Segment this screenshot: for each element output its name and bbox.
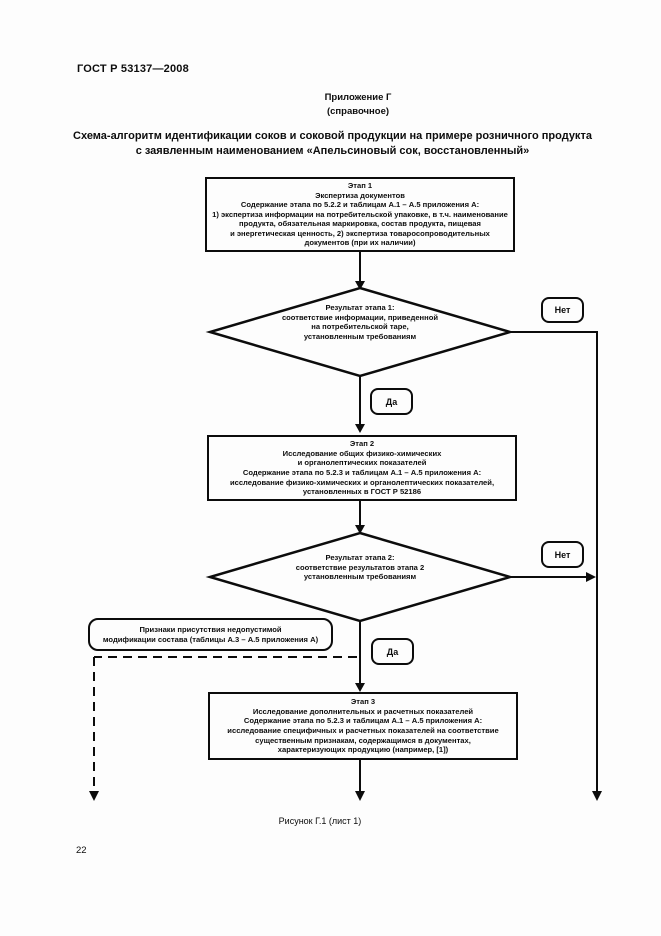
decision2-diamond: [205, 531, 515, 623]
connector-no1-down: [510, 331, 598, 791]
arrowhead-bottom-right: [592, 791, 602, 801]
standard-number: ГОСТ Р 53137—2008: [77, 63, 189, 75]
figure-title-line1: Схема-алгоритм идентификации соков и сок…: [73, 130, 592, 142]
figure-title: Схема-алгоритм идентификации соков и сок…: [40, 129, 625, 159]
arrowhead-no2-join: [586, 572, 596, 582]
label-yes-1: Да: [370, 388, 413, 415]
arrowhead-into-step3: [355, 683, 365, 692]
label-no-1: Нет: [541, 297, 584, 323]
arrowhead-bottom-center: [355, 791, 365, 801]
decision2-text: Результат этапа 2:соответствие результат…: [295, 553, 425, 582]
appendix-heading: Приложение Г (справочное): [258, 91, 458, 118]
arrowhead-into-decision2: [355, 525, 365, 534]
appendix-type: (справочное): [326, 105, 390, 117]
appendix-label: Приложение Г: [324, 92, 392, 103]
label-yes-2: Да: [371, 638, 414, 665]
page-number: 22: [76, 845, 87, 856]
figure-caption: Рисунок Г.1 (лист 1): [278, 816, 362, 826]
decision1-diamond: [205, 286, 515, 378]
figure-title-line2: с заявленным наименованием «Апельсиновый…: [135, 145, 530, 157]
arrowhead-into-decision1: [355, 281, 365, 290]
arrowhead-into-step2: [355, 424, 365, 433]
arrowhead-bottom-left: [89, 791, 99, 801]
decision1-text: Результат этапа 1:соответствие информаци…: [281, 303, 439, 341]
label-no-2: Нет: [541, 541, 584, 568]
